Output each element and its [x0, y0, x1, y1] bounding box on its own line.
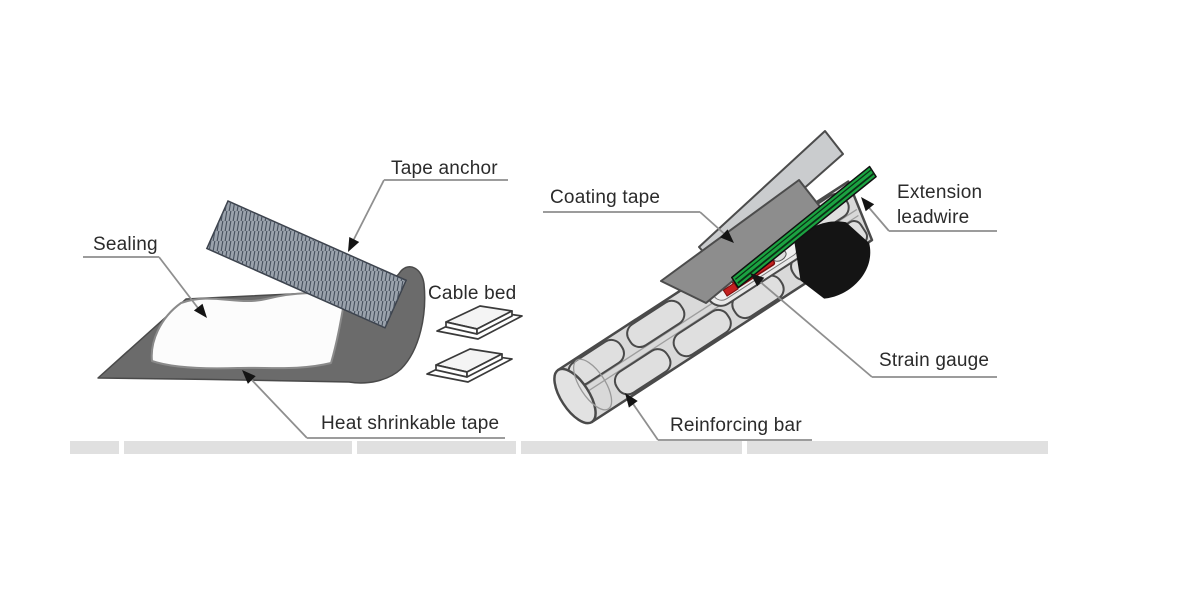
arrowhead-reinforcing-bar — [625, 393, 638, 408]
coating-tape-front-shape — [660, 179, 822, 304]
label-strain-gauge: Strain gauge — [879, 350, 990, 371]
leader-line-reinforcing-bar — [628, 397, 659, 441]
leader-line-sealing — [158, 256, 202, 313]
bottom-strip-segment — [124, 441, 352, 454]
leadwire-shape — [731, 165, 877, 289]
cable-bed-lower — [426, 348, 513, 383]
cable-bed-upper — [436, 305, 523, 340]
bottom-strip — [70, 441, 1048, 454]
label-coating-tape: Coating tape — [550, 187, 661, 208]
reinforcing-bar-shape — [553, 180, 874, 425]
protective-cover-shape — [794, 221, 871, 299]
leader-line-heat-shrinkable — [247, 375, 308, 439]
arrowhead-extension-leadwire — [861, 197, 875, 212]
bar-end-collar — [573, 358, 613, 411]
label-extension-leadwire-line2: leadwire — [897, 207, 970, 228]
leadwire-divider — [734, 169, 872, 280]
rebar-rib — [672, 308, 732, 358]
arrowhead-heat-shrinkable — [242, 370, 256, 384]
label-heat-shrinkable-tape: Heat shrinkable tape — [321, 413, 500, 434]
arrowhead-tape-anchor — [348, 237, 360, 252]
label-extension-leadwire: Extension leadwire — [897, 180, 982, 230]
arrowheads — [193, 197, 875, 408]
tape-anchor-hatch-texture — [206, 201, 407, 328]
label-extension-leadwire-line1: Extension — [897, 182, 983, 203]
label-tape-anchor: Tape anchor — [391, 158, 498, 179]
label-reinforcing-bar: Reinforcing bar — [670, 415, 802, 436]
arrowhead-coating-tape — [720, 229, 734, 243]
bottom-strip-segment — [747, 441, 1048, 454]
rebar-rib — [613, 348, 672, 396]
bar-end-face — [553, 367, 597, 425]
leader-line-tape-anchor — [351, 179, 385, 244]
bottom-strip-segment — [70, 441, 119, 454]
leadwire-divider — [737, 172, 875, 284]
label-sealing: Sealing — [93, 234, 158, 255]
strain-gauge-tab — [722, 282, 739, 297]
arrowhead-strain-gauge — [750, 273, 765, 287]
label-underlines — [83, 179, 997, 441]
rebar-rib — [626, 299, 686, 349]
tape-anchor-shape — [205, 200, 408, 329]
sealing-shape — [150, 292, 346, 370]
leader-line-strain-gauge — [757, 279, 873, 378]
label-cable-bed: Cable bed — [428, 283, 517, 304]
bottom-strip-segment — [357, 441, 516, 454]
bottom-strip-segment — [521, 441, 742, 454]
arrowhead-sealing — [193, 303, 207, 318]
